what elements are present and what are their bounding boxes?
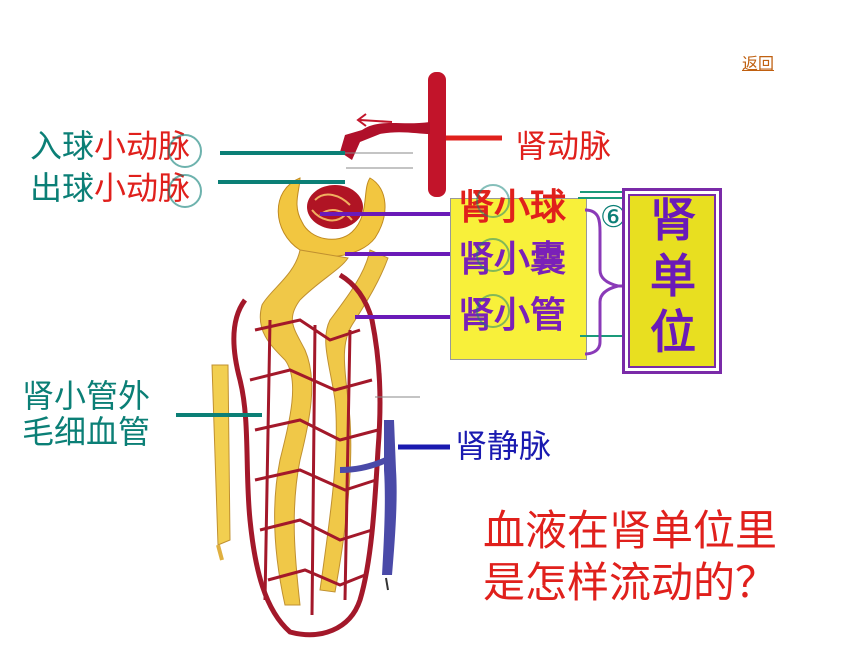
- renal-artery-label: 肾动脉: [515, 127, 612, 165]
- marker-circle-1: [168, 134, 202, 168]
- nephron-box: [622, 188, 722, 374]
- collecting-duct: [211, 364, 231, 546]
- back-link[interactable]: 返回: [742, 54, 775, 73]
- marker-circle-3: [476, 184, 510, 218]
- tubule-label: 肾小管: [458, 295, 567, 336]
- capsule-label: 肾小囊: [458, 239, 567, 280]
- renal-artery-vessel: [428, 72, 446, 197]
- marker-circle-5: [476, 294, 510, 328]
- marker-circle-4: [476, 238, 510, 272]
- nephron-label: 肾单位: [650, 193, 696, 359]
- question-text: 血液在肾单位里 是怎样流动的？: [483, 505, 777, 609]
- glomerulus-label: 肾小球: [458, 187, 567, 228]
- marker-circle-2: [168, 174, 202, 208]
- renal-vein-label: 肾静脉: [455, 427, 552, 465]
- afferent-arteriole-label: 入球小动脉: [30, 127, 191, 165]
- question-line1: 血液在肾单位里: [483, 506, 778, 555]
- efferent-arteriole-label: 出球小动脉: [30, 169, 191, 207]
- capillary-label-line2: 毛细血管: [22, 413, 151, 451]
- capillary-label-line1: 肾小管外: [22, 377, 151, 415]
- bowmans-capsule: [277, 177, 386, 258]
- peritubular-capillaries: [231, 272, 383, 638]
- afferent-arteriole: [340, 122, 430, 160]
- renal-vein-vessel: [382, 420, 397, 575]
- question-line2: 是怎样流动的？: [483, 558, 778, 607]
- renal-tubule: [259, 249, 349, 606]
- nephron-parts-box: [450, 198, 587, 360]
